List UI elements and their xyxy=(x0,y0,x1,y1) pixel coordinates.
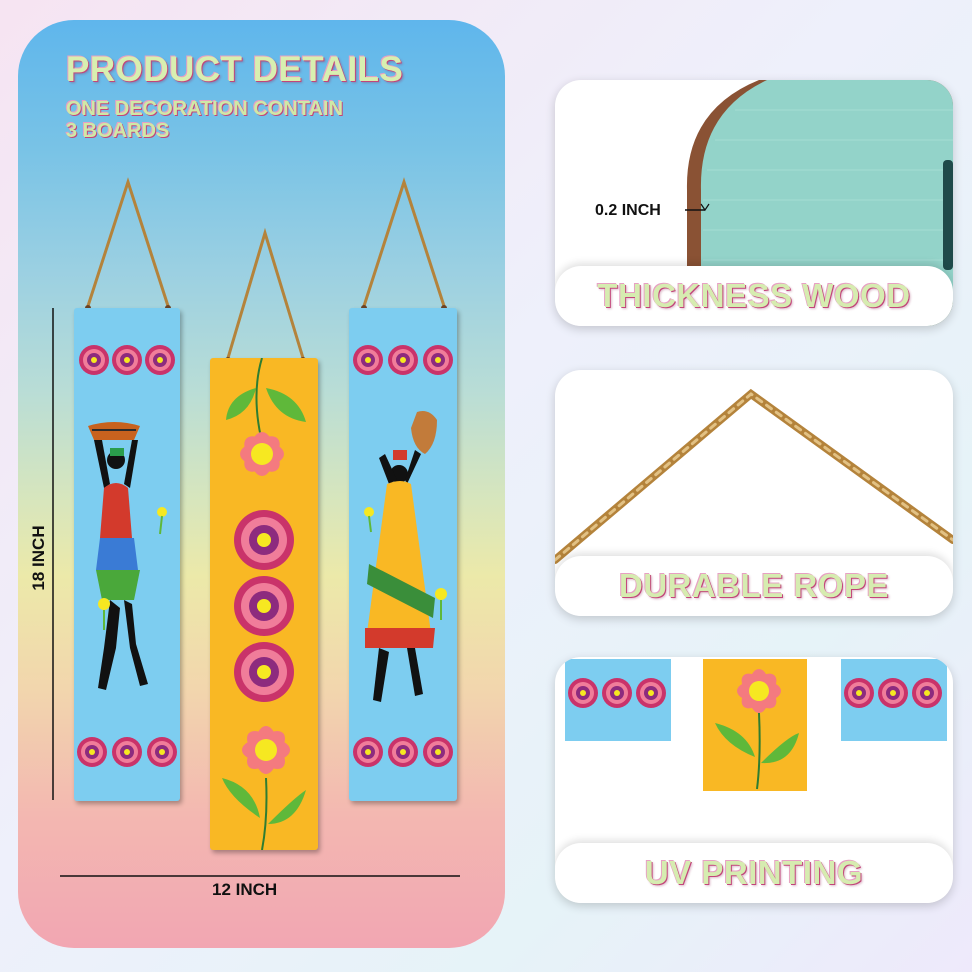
board-right xyxy=(349,308,457,801)
board-middle xyxy=(210,357,318,851)
thickness-caption-pill: THICKNESS WOOD xyxy=(555,266,953,326)
leaf-icon-bottom xyxy=(222,777,306,851)
flower-icon-top xyxy=(240,432,284,476)
board-right-art xyxy=(353,345,453,767)
subtitle-line-2: 3 BOARDS xyxy=(66,120,170,142)
height-label: 18 INCH xyxy=(29,525,48,591)
product-details-subtitle: ONE DECORATION CONTAIN 3 BOARDS xyxy=(66,98,446,142)
printing-caption: UV PRINTING xyxy=(644,854,864,891)
woman-figure-icon xyxy=(88,422,167,690)
board-left-art xyxy=(77,345,177,767)
flower-icon-bottom xyxy=(242,726,290,774)
feature-card-rope: DURABLE ROPE xyxy=(555,370,953,616)
width-label: 12 INCH xyxy=(212,880,278,899)
rope-caption-pill: DURABLE ROPE xyxy=(555,556,953,616)
subtitle-line-1: ONE DECORATION CONTAIN xyxy=(66,98,344,120)
wood-edge-illustration xyxy=(685,80,953,326)
thickness-caption: THICKNESS WOOD xyxy=(597,277,911,314)
feature-card-printing: UV PRINTING xyxy=(555,657,953,903)
mandala-icon-column xyxy=(234,510,294,702)
printing-caption-pill: UV PRINTING xyxy=(555,843,953,903)
mandala-icon-row-top xyxy=(353,345,453,375)
feature-card-thickness: 0.2 INCH THICKNESS WOOD xyxy=(555,80,953,326)
woman-with-pot-icon xyxy=(364,411,447,702)
rope-icon xyxy=(555,388,953,564)
rope-caption: DURABLE ROPE xyxy=(618,567,890,604)
mandala-icon-row-bottom xyxy=(353,737,453,767)
mandala-icon-row-bottom xyxy=(77,737,177,767)
print-sample-illustration xyxy=(565,659,947,791)
board-middle-art xyxy=(222,357,306,851)
mandala-icon-row-top xyxy=(79,345,175,375)
board-left xyxy=(74,308,180,801)
thickness-measure-label: 0.2 INCH xyxy=(595,202,661,219)
product-details-title: PRODUCT DETAILS xyxy=(66,50,404,89)
